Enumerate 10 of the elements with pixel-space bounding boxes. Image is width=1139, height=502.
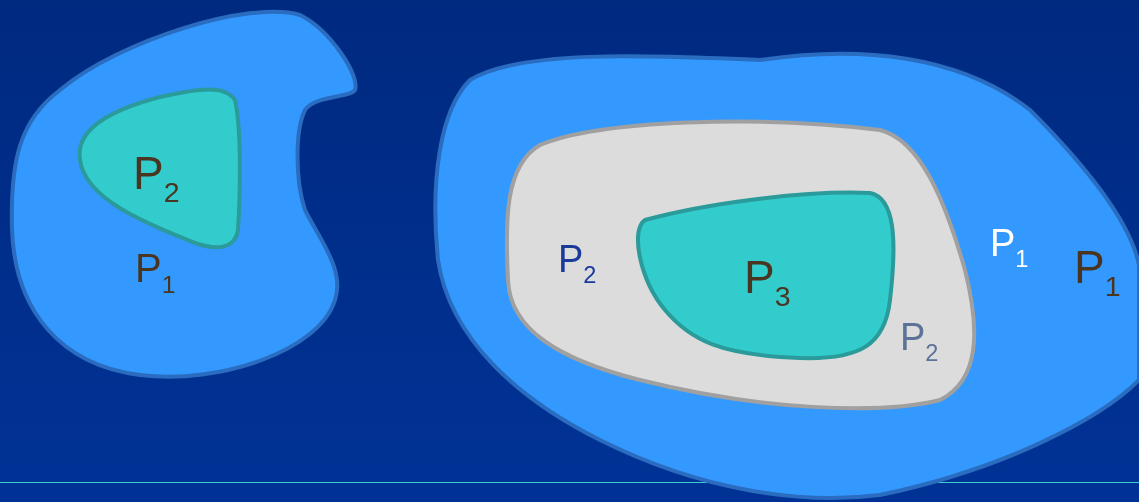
set-label: P$_{2}$ — [133, 150, 180, 207]
set-label: P$_{1}$ — [135, 248, 176, 298]
set-region — [78, 86, 242, 252]
set-region — [636, 189, 898, 361]
set-label: P$_{2}$ — [900, 318, 939, 366]
set-label: P$_{1}$ — [990, 224, 1029, 272]
set-region — [10, 10, 360, 380]
set-label: P$_{2}$ — [558, 240, 597, 288]
set-label: P$_{3}$ — [744, 254, 791, 311]
set-label: P$_{1}$ — [1074, 244, 1121, 301]
